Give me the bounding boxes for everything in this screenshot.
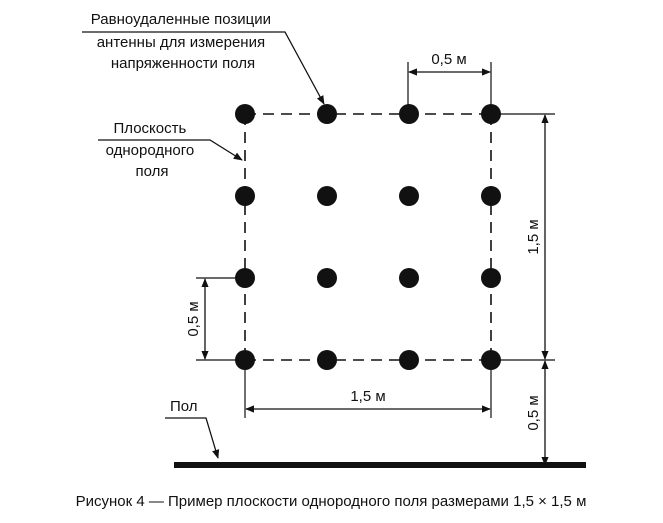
leader-uniform-plane [98,139,243,161]
antenna-position-r1-c1 [235,104,255,124]
antenna-position-r1-c2 [317,104,337,124]
antenna-positions-label: Равноудаленные позиции антенны для измер… [91,11,275,72]
figure-caption: Рисунок 4 — Пример плоскости однородного… [76,493,587,510]
antenna-position-r4-c2 [317,350,337,370]
antenna-position-r4-c1 [235,350,255,370]
leader-floor [165,417,220,459]
floor-line [174,462,586,468]
uniform-plane-label: Плоскость однородного поля [106,120,199,180]
antenna-position-r4-c3 [399,350,419,370]
dim-bottom-width-label: 1,5 м [350,388,385,405]
dimension-lines [201,68,549,466]
antenna-position-r3-c3 [399,268,419,288]
antenna-position-r3-c2 [317,268,337,288]
antenna-position-r2-c1 [235,186,255,206]
antenna-position-r4-c4 [481,350,501,370]
dim-right-height-label: 1,5 м [525,219,542,254]
antenna-position-r2-c3 [399,186,419,206]
leader-lines [82,31,325,459]
antenna-position-r2-c4 [481,186,501,206]
antenna-positions-grid [235,104,501,370]
floor-label: Пол [170,398,198,415]
antenna-position-r1-c3 [399,104,419,124]
dim-left-spacing-label: 0,5 м [185,301,202,336]
uniform-field-plane [244,113,492,361]
dim-floor-height-label: 0,5 м [525,395,542,430]
antenna-position-r3-c4 [481,268,501,288]
antenna-position-r2-c2 [317,186,337,206]
leader-antenna-positions [82,31,325,105]
dim-top-spacing-label: 0,5 м [431,51,466,68]
extension-lines [196,62,555,418]
antenna-position-r3-c1 [235,268,255,288]
antenna-position-r1-c4 [481,104,501,124]
